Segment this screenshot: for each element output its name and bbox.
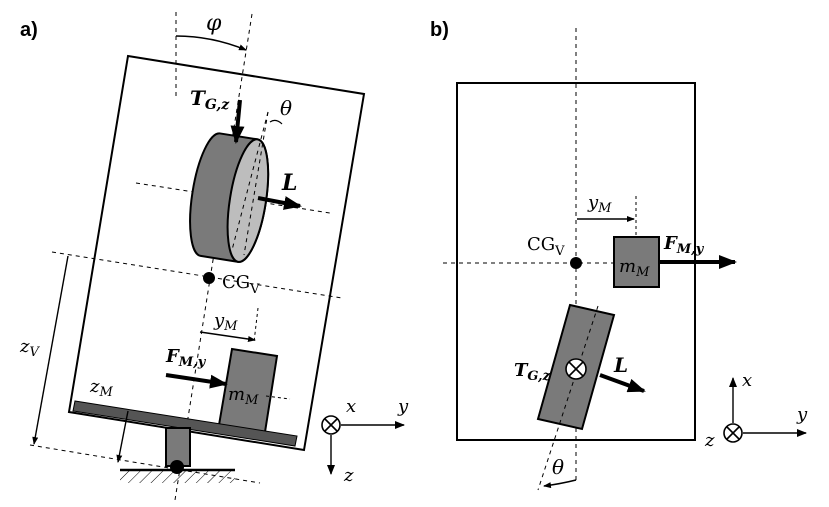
force-label-a: FM,y [165, 346, 207, 370]
zv-dimension-arrow [32, 255, 69, 445]
momentum-arrow-b [599, 373, 646, 393]
phi-label: φ [206, 11, 222, 36]
force-label-b: FM,y [663, 233, 705, 257]
ym-extension-line [253, 307, 259, 343]
zm-dimension-arrow [116, 410, 129, 463]
theta-arc-a [269, 119, 283, 125]
torque-label-a: TG,z [190, 86, 230, 113]
mass-center-line [265, 395, 291, 400]
axes-b: x y z [704, 370, 808, 451]
momentum-arrow-a [257, 196, 302, 210]
ym-label-b: yM [587, 192, 612, 216]
mass-label-a: mM [228, 384, 259, 408]
cg-level-line [51, 251, 343, 299]
theta-label-a: θ [280, 96, 292, 120]
cg-point-b [570, 257, 582, 269]
stand-post [165, 427, 191, 467]
vehicle-body-tilted [67, 54, 366, 452]
gyroscope-disc [189, 132, 270, 263]
z-axis-label-a: z [343, 465, 354, 486]
base-plate-a [72, 400, 298, 447]
ym-dimension-arrow-a [199, 331, 256, 342]
gyro-tilt-line-b [537, 305, 599, 491]
pivot-level-line [29, 444, 261, 484]
theta-line-2 [243, 111, 269, 256]
torque-arrow-a [230, 99, 245, 144]
mass-label-b: mM [619, 256, 650, 280]
phi-arc [175, 35, 247, 51]
zv-label: zV [19, 336, 40, 360]
cg-label-a: CGV [222, 272, 260, 297]
theta-label-b: θ [552, 455, 564, 479]
zm-label: zM [89, 376, 113, 400]
y-axis-label-b: y [796, 404, 808, 425]
x-axis-label-a: x [346, 396, 356, 417]
panel-a: a) φ θ TG,z L CGV [19, 11, 409, 501]
panel-label-a: a) [20, 19, 38, 41]
ground-hatch [120, 471, 235, 483]
cg-label-b: CGV [527, 234, 565, 259]
force-arrow-a [165, 373, 228, 389]
torque-label-b: TG,z [514, 360, 551, 384]
theta-arc-b [543, 479, 577, 489]
ym-label-a: yM [213, 310, 238, 334]
panel-b: b) yM CGV mM FM,y [430, 19, 808, 491]
cg-point-a [203, 272, 215, 284]
panel-label-b: b) [430, 19, 449, 41]
momentum-label-a: L [281, 170, 297, 196]
x-axis-label-b: x [742, 370, 752, 391]
momentum-label-b: L [613, 353, 628, 377]
axes-a: x y z [321, 396, 409, 486]
y-axis-label-a: y [397, 396, 409, 417]
z-axis-label-b: z [704, 430, 715, 451]
